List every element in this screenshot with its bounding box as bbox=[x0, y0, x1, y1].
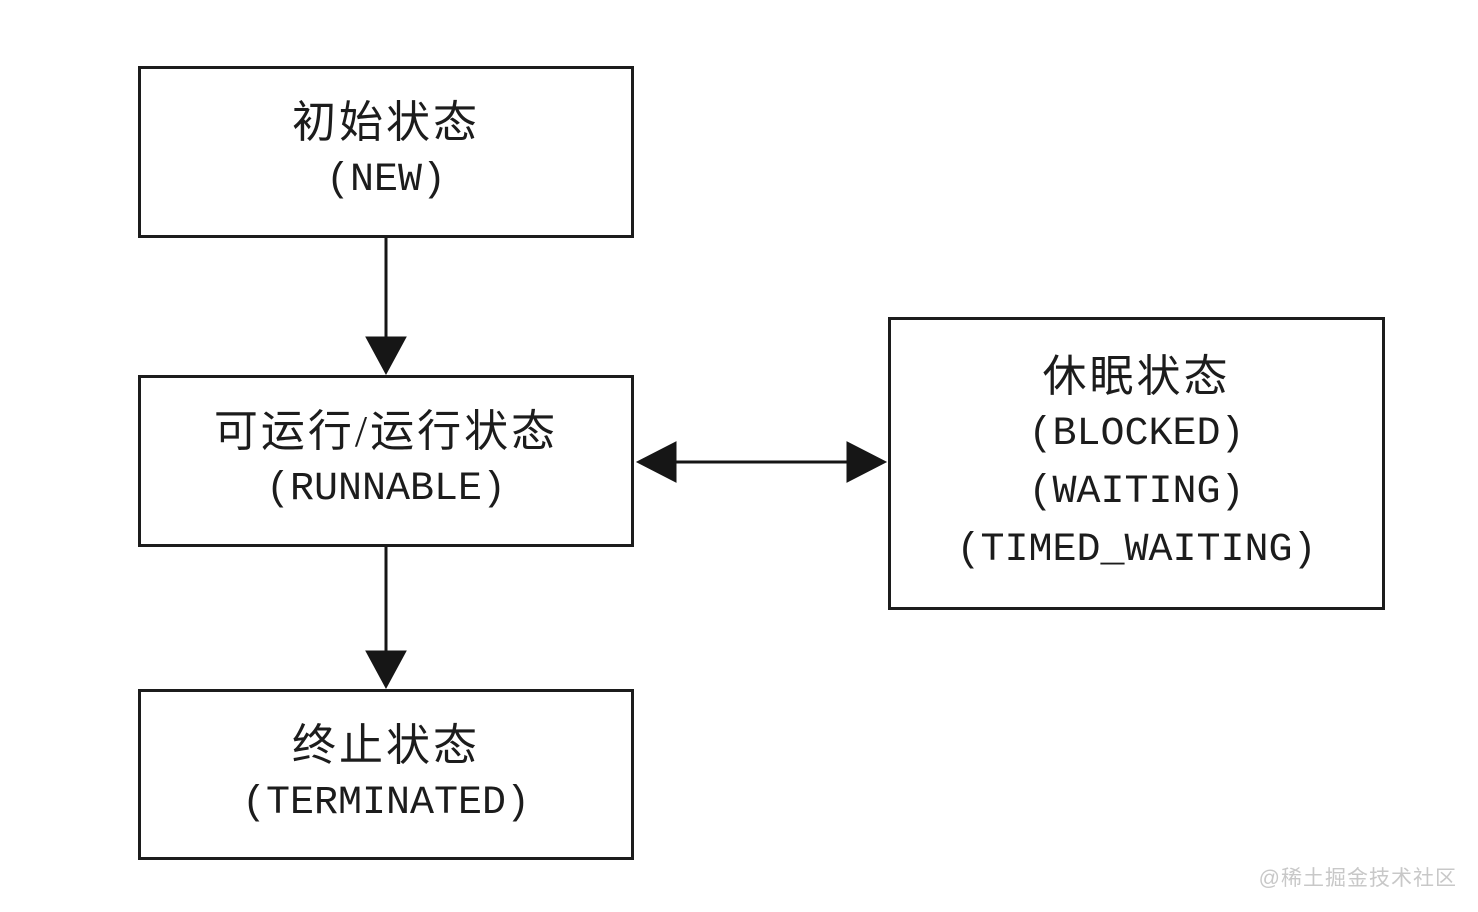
node-terminated: 终止状态 (TERMINATED) bbox=[138, 689, 634, 860]
node-terminated-subtitle: (TERMINATED) bbox=[241, 780, 531, 826]
node-new-title: 初始状态 bbox=[292, 98, 480, 147]
node-sleep-line-blocked: (BLOCKED) bbox=[1028, 411, 1245, 457]
arrow-new-to-runnable bbox=[365, 238, 407, 376]
node-runnable-subtitle: (RUNNABLE) bbox=[265, 467, 507, 512]
node-terminated-title: 终止状态 bbox=[292, 720, 480, 770]
arrow-runnable-sleep-bidirectional bbox=[635, 441, 888, 483]
node-new-subtitle: (NEW) bbox=[325, 158, 447, 203]
node-sleep-line-timed-waiting: (TIMED_WAITING) bbox=[956, 527, 1317, 573]
watermark: @稀土掘金技术社区 bbox=[1258, 867, 1457, 890]
node-runnable-title: 可运行/运行状态 bbox=[213, 407, 559, 456]
node-sleep-title: 休眠状态 bbox=[1042, 351, 1231, 401]
node-sleep-line-waiting: (WAITING) bbox=[1028, 469, 1245, 515]
node-new: 初始状态 (NEW) bbox=[138, 66, 634, 238]
node-runnable: 可运行/运行状态 (RUNNABLE) bbox=[138, 375, 634, 547]
node-sleep: 休眠状态 (BLOCKED) (WAITING) (TIMED_WAITING) bbox=[888, 317, 1385, 610]
arrow-runnable-to-terminated bbox=[365, 547, 407, 690]
